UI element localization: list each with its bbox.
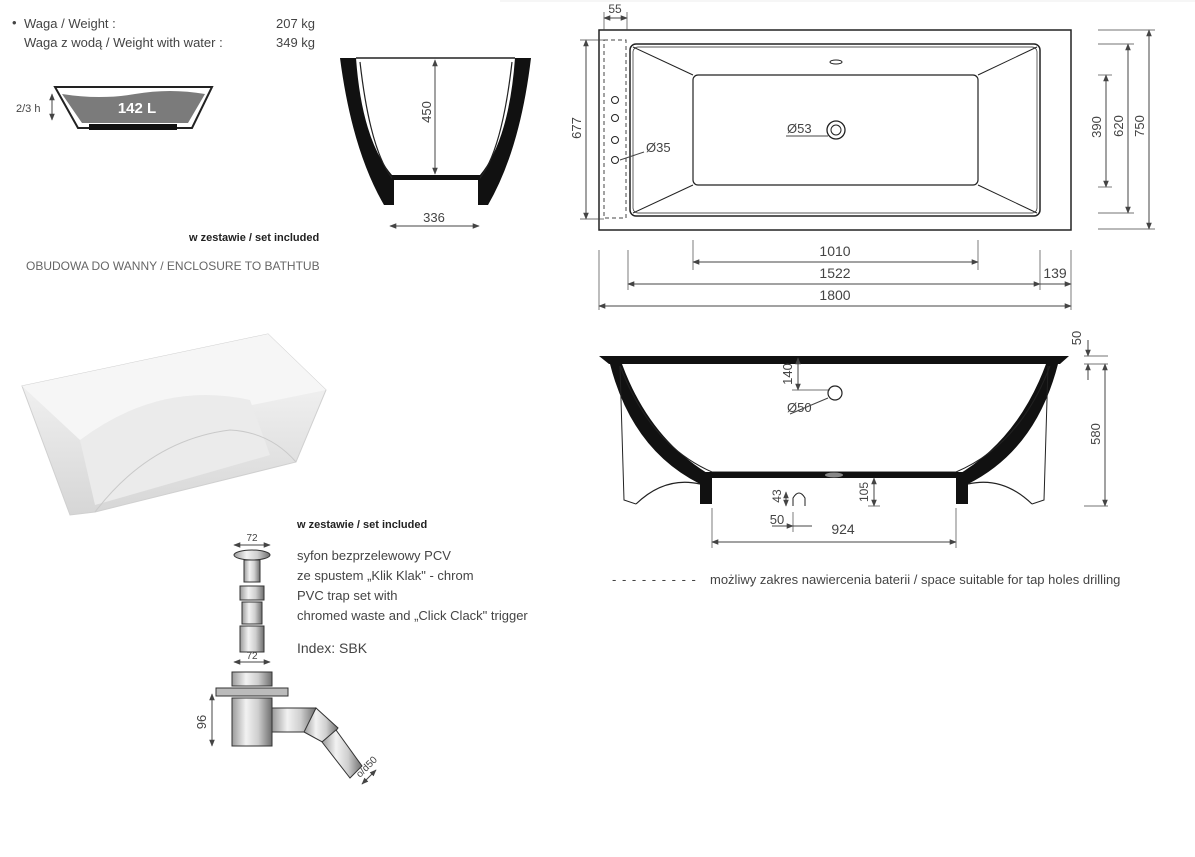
legend-dashes: - - - - - - - - - bbox=[612, 572, 697, 587]
front-section-view: 140 Ø50 50 580 43 105 50 924 bbox=[599, 331, 1108, 548]
front-dim-50-diam: Ø50 bbox=[787, 400, 812, 415]
top-dim-1010: 1010 bbox=[819, 243, 850, 259]
weight-bullet: • bbox=[12, 15, 17, 30]
top-dim-390: 390 bbox=[1089, 116, 1104, 138]
siphon-dim-mid: 72 bbox=[246, 651, 258, 662]
front-dim-43: 43 bbox=[770, 489, 784, 503]
enclosure-title: OBUDOWA DO WANNY / ENCLOSURE TO BATHTUB bbox=[26, 259, 320, 273]
front-dim-50-top: 50 bbox=[1069, 331, 1084, 345]
siphon-line-1: syfon bezprzelewowy PCV bbox=[297, 548, 451, 563]
siphon-drawing: 72 72 96 o/d50 bbox=[194, 533, 380, 785]
siphon-line-4: chromed waste and „Click Clack" trigger bbox=[297, 608, 528, 623]
top-dim-139: 139 bbox=[1043, 265, 1067, 281]
side-base-dim: 336 bbox=[423, 210, 445, 225]
top-view: Ø53 Ø35 55 677 390 620 750 bbox=[500, 0, 1195, 310]
front-dim-50-bottom: 50 bbox=[770, 512, 784, 527]
front-dim-580: 580 bbox=[1088, 423, 1103, 445]
enclosure-image bbox=[21, 333, 327, 516]
siphon-index: Index: SBK bbox=[297, 640, 368, 656]
weight-label: Waga / Weight : bbox=[24, 16, 116, 31]
enclosure-set-included: w zestawie / set included bbox=[189, 232, 320, 244]
top-dim-750: 750 bbox=[1132, 115, 1147, 137]
front-dim-105: 105 bbox=[857, 482, 871, 502]
top-dim-35: Ø35 bbox=[646, 140, 671, 155]
front-dim-924: 924 bbox=[831, 521, 855, 537]
side-section-view: 450 336 bbox=[340, 57, 531, 229]
siphon-dim-height: 96 bbox=[194, 715, 209, 729]
top-dim-55: 55 bbox=[608, 2, 622, 16]
siphon-line-3: PVC trap set with bbox=[297, 588, 398, 603]
front-dim-140: 140 bbox=[780, 363, 795, 385]
weight-water-label: Waga z wodą / Weight with water : bbox=[24, 35, 223, 50]
legend-text: możliwy zakres nawiercenia baterii / spa… bbox=[710, 572, 1121, 587]
side-height-dim: 450 bbox=[419, 101, 434, 123]
top-dim-1522: 1522 bbox=[819, 265, 850, 281]
siphon-dim-top: 72 bbox=[246, 533, 258, 544]
top-dim-620: 620 bbox=[1111, 115, 1126, 137]
capacity-fill-label: 2/3 h bbox=[16, 103, 40, 115]
weight-value: 207 kg bbox=[276, 16, 316, 31]
capacity-volume: 142 L bbox=[118, 100, 156, 117]
weight-water-value: 349 kg bbox=[276, 35, 316, 50]
top-dim-53: Ø53 bbox=[787, 121, 812, 136]
siphon-dim-outlet: o/d50 bbox=[354, 754, 380, 780]
capacity-icon: 2/3 h 142 L bbox=[16, 86, 214, 130]
top-dim-677: 677 bbox=[569, 117, 584, 139]
siphon-set-included: w zestawie / set included bbox=[297, 519, 428, 531]
siphon-line-2: ze spustem „Klik Klak" - chrom bbox=[297, 568, 474, 583]
top-dim-1800: 1800 bbox=[819, 287, 850, 303]
